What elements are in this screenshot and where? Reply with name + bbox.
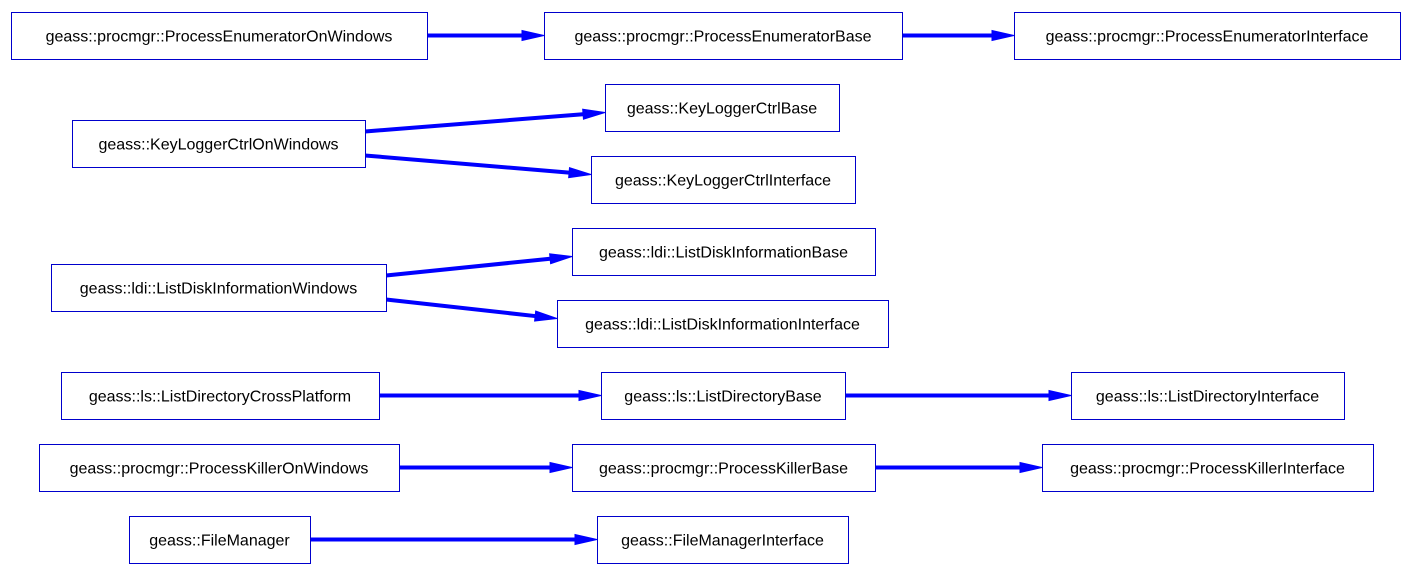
edge-ls_base-to-ls_iface <box>845 389 1072 402</box>
arrowhead-icon <box>534 310 558 322</box>
class-node-kl-win[interactable]: geass::KeyLoggerCtrlOnWindows <box>72 120 366 168</box>
class-box[interactable] <box>572 228 876 276</box>
class-label[interactable]: geass::FileManagerInterface <box>621 533 824 550</box>
class-node-kl-base[interactable]: geass::KeyLoggerCtrlBase <box>605 84 840 132</box>
class-node-pk-iface[interactable]: geass::procmgr::ProcessKillerInterface <box>1042 444 1374 492</box>
arrowhead-icon <box>568 167 592 179</box>
class-label[interactable]: geass::ls::ListDirectoryInterface <box>1096 389 1319 406</box>
class-label[interactable]: geass::KeyLoggerCtrlBase <box>627 101 817 118</box>
edge-kl_win-to-kl_iface <box>364 153 592 179</box>
class-box[interactable] <box>1042 444 1374 492</box>
class-label[interactable]: geass::ldi::ListDiskInformationBase <box>599 245 848 262</box>
edge-line <box>385 256 551 278</box>
nodes-layer: geass::procmgr::ProcessEnumeratorOnWindo… <box>11 12 1401 564</box>
edge-line <box>364 112 584 134</box>
edge-line <box>364 153 570 175</box>
class-box[interactable] <box>39 444 400 492</box>
class-label[interactable]: geass::procmgr::ProcessKillerOnWindows <box>70 461 369 478</box>
class-label[interactable]: geass::ldi::ListDiskInformationInterface <box>585 317 860 334</box>
arrowhead-icon <box>549 253 573 265</box>
arrowhead-icon <box>582 108 606 120</box>
class-label[interactable]: geass::procmgr::ProcessKillerBase <box>599 461 848 478</box>
edges-layer <box>310 29 1072 546</box>
arrowhead-icon <box>1019 461 1043 474</box>
class-node-ls-cross[interactable]: geass::ls::ListDirectoryCrossPlatform <box>61 372 380 420</box>
class-node-pe-iface[interactable]: geass::procmgr::ProcessEnumeratorInterfa… <box>1014 12 1401 60</box>
class-box[interactable] <box>597 516 849 564</box>
edge-ldi_win-to-ldi_base <box>385 253 573 278</box>
class-label[interactable]: geass::FileManager <box>149 533 290 550</box>
class-node-fm[interactable]: geass::FileManager <box>129 516 311 564</box>
arrowhead-icon <box>521 29 545 42</box>
edge-fm-to-fm_iface <box>310 533 598 546</box>
edge-kl_win-to-kl_base <box>364 108 606 134</box>
class-node-ls-base[interactable]: geass::ls::ListDirectoryBase <box>601 372 846 420</box>
class-node-pk-win[interactable]: geass::procmgr::ProcessKillerOnWindows <box>39 444 400 492</box>
class-label[interactable]: geass::procmgr::ProcessEnumeratorOnWindo… <box>46 29 393 46</box>
class-box[interactable] <box>129 516 311 564</box>
class-label[interactable]: geass::KeyLoggerCtrlInterface <box>615 173 831 190</box>
class-label[interactable]: geass::KeyLoggerCtrlOnWindows <box>98 137 338 154</box>
class-node-ls-iface[interactable]: geass::ls::ListDirectoryInterface <box>1071 372 1345 420</box>
class-label[interactable]: geass::procmgr::ProcessEnumeratorInterfa… <box>1046 29 1369 46</box>
class-box[interactable] <box>1014 12 1401 60</box>
class-label[interactable]: geass::ldi::ListDiskInformationWindows <box>80 281 357 298</box>
class-box[interactable] <box>601 372 846 420</box>
edge-pe_win-to-pe_base <box>427 29 545 42</box>
edge-line <box>385 297 536 319</box>
class-node-pk-base[interactable]: geass::procmgr::ProcessKillerBase <box>572 444 876 492</box>
class-node-ldi-base[interactable]: geass::ldi::ListDiskInformationBase <box>572 228 876 276</box>
class-box[interactable] <box>544 12 903 60</box>
class-label[interactable]: geass::procmgr::ProcessKillerInterface <box>1070 461 1345 478</box>
class-node-pe-base[interactable]: geass::procmgr::ProcessEnumeratorBase <box>544 12 903 60</box>
class-box[interactable] <box>605 84 840 132</box>
arrowhead-icon <box>991 29 1015 42</box>
class-box[interactable] <box>572 444 876 492</box>
class-box[interactable] <box>1071 372 1345 420</box>
class-box[interactable] <box>61 372 380 420</box>
edge-pk_win-to-pk_base <box>399 461 573 474</box>
class-node-fm-iface[interactable]: geass::FileManagerInterface <box>597 516 849 564</box>
class-box[interactable] <box>591 156 856 204</box>
class-box[interactable] <box>11 12 428 60</box>
class-label[interactable]: geass::procmgr::ProcessEnumeratorBase <box>574 29 871 46</box>
arrowhead-icon <box>578 389 602 402</box>
edge-pe_base-to-pe_iface <box>902 29 1015 42</box>
class-node-kl-iface[interactable]: geass::KeyLoggerCtrlInterface <box>591 156 856 204</box>
class-box[interactable] <box>72 120 366 168</box>
class-box[interactable] <box>557 300 889 348</box>
edge-pk_base-to-pk_iface <box>875 461 1043 474</box>
edge-ls_cross-to-ls_base <box>379 389 602 402</box>
class-node-ldi-iface[interactable]: geass::ldi::ListDiskInformationInterface <box>557 300 889 348</box>
arrowhead-icon <box>1048 389 1072 402</box>
arrowhead-icon <box>574 533 598 546</box>
edge-ldi_win-to-ldi_iface <box>385 297 558 322</box>
class-box[interactable] <box>51 264 387 312</box>
class-label[interactable]: geass::ls::ListDirectoryBase <box>624 389 822 406</box>
class-node-pe-win[interactable]: geass::procmgr::ProcessEnumeratorOnWindo… <box>11 12 428 60</box>
class-node-ldi-win[interactable]: geass::ldi::ListDiskInformationWindows <box>51 264 387 312</box>
arrowhead-icon <box>549 461 573 474</box>
class-label[interactable]: geass::ls::ListDirectoryCrossPlatform <box>89 389 351 406</box>
